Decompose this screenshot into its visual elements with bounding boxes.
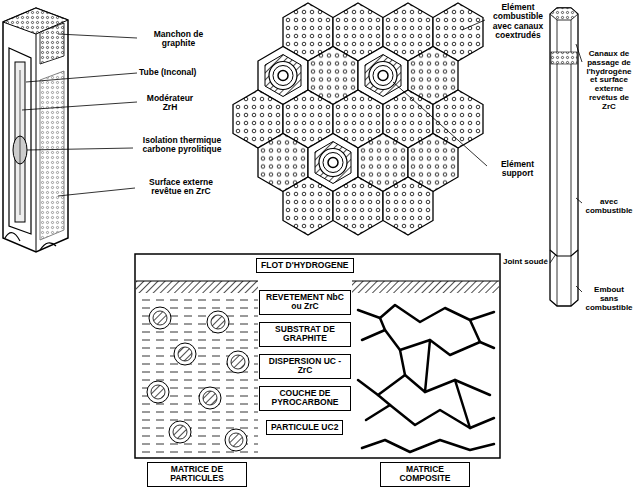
box-text: REVETEMENT NbC ou ZrC — [264, 293, 346, 312]
part-label: avec combustible — [584, 198, 634, 216]
box-text: DISPERSION UC - ZrC — [264, 357, 346, 376]
label-box: PARTICULE UC2 — [266, 420, 343, 435]
label-box: SUBSTRAT DE GRAPHITE — [259, 322, 351, 347]
fuel-rod — [550, 8, 578, 306]
part-label: Modérateur ZrH — [141, 94, 199, 113]
part-label: Joint soudé — [503, 258, 548, 267]
part-label: Embout sans combustible — [584, 286, 634, 312]
box-text: FLOT D'HYDROGENE — [261, 261, 349, 270]
box-text: MATRICE COMPOSITE — [385, 465, 465, 484]
part-label: Elément combustible avec canaux coextrud… — [488, 3, 548, 40]
box-text: PARTICULE UC2 — [271, 423, 338, 432]
label-box: REVETEMENT NbC ou ZrC — [259, 290, 351, 315]
label-box: MATRICE COMPOSITE — [380, 462, 470, 487]
part-label: Elément support — [490, 160, 545, 179]
fuel-column-cutaway — [3, 8, 68, 252]
label-box: MATRICE DE PARTICULES — [147, 462, 247, 487]
label-box: COUCHE DE PYROCARBONE — [259, 386, 351, 411]
box-text: MATRICE DE PARTICULES — [152, 465, 242, 484]
part-label: Isolation thermique carbone pyrolitique — [134, 136, 230, 155]
label-box: FLOT D'HYDROGENE — [256, 258, 354, 273]
material-panel — [135, 254, 500, 458]
box-text: COUCHE DE PYROCARBONE — [264, 389, 346, 408]
part-label: Surface externe revêtue en ZrC — [137, 178, 225, 197]
label-box: DISPERSION UC - ZrC — [259, 354, 351, 379]
part-label: Manchon de graphite — [141, 30, 216, 49]
part-label: Tube (Inconal) — [139, 68, 196, 77]
hex-cluster — [233, 3, 483, 235]
box-text: SUBSTRAT DE GRAPHITE — [264, 325, 346, 344]
part-label: Canaux de passage de l'hydrogène et surf… — [584, 50, 634, 112]
